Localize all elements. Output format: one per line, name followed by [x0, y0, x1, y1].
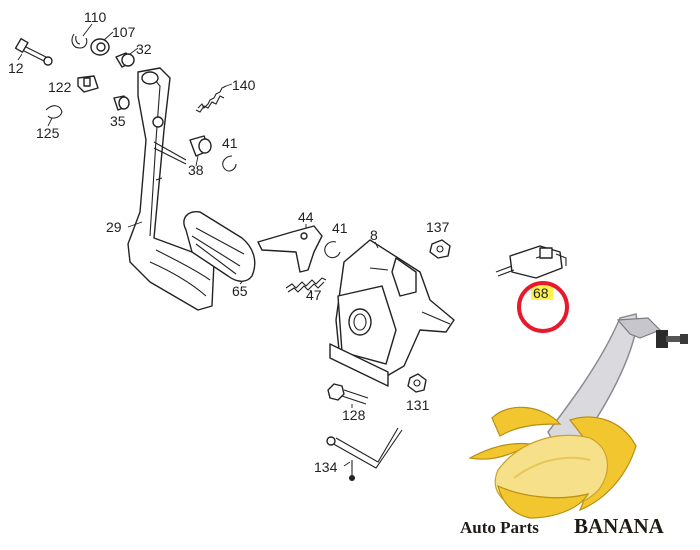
part-122-clip [77, 75, 99, 93]
part-107-washer [90, 38, 110, 56]
part-29-clutch-pedal [127, 67, 215, 311]
part-38-bushing [189, 135, 212, 157]
label-137: 137 [426, 219, 450, 235]
label-35: 35 [110, 113, 126, 129]
label-128: 128 [342, 407, 366, 423]
label-41-b: 41 [332, 220, 348, 236]
part-125-clip [45, 105, 63, 119]
label-65: 65 [232, 283, 248, 299]
part-131-nut [407, 373, 427, 393]
label-8: 8 [370, 227, 378, 243]
label-41-a: 41 [222, 135, 238, 151]
label-107: 107 [112, 24, 136, 40]
part-41-clip-a [222, 155, 237, 172]
label-122: 122 [48, 79, 72, 95]
highlight-circle [517, 281, 569, 333]
label-44: 44 [298, 209, 314, 225]
label-29: 29 [106, 219, 122, 235]
watermark-text-auto-parts: Auto Parts [460, 518, 539, 537]
part-32-bushing [115, 52, 135, 68]
part-110-clip [71, 33, 88, 49]
part-140-spring [195, 85, 227, 113]
part-128-bolt [327, 383, 369, 405]
label-140: 140 [232, 77, 256, 93]
label-32: 32 [136, 41, 152, 57]
label-110: 110 [84, 9, 107, 25]
part-8-pedal-bracket [329, 239, 455, 387]
part-12-bolt [14, 37, 53, 66]
watermark-text-banana: BANANA [574, 514, 665, 538]
label-125: 125 [36, 125, 60, 141]
label-134: 134 [314, 459, 338, 475]
label-68: 68 [533, 285, 549, 301]
label-47: 47 [306, 287, 322, 303]
part-65-pedal-pad [183, 211, 256, 282]
part-134-rod [326, 427, 403, 481]
label-38: 38 [188, 162, 204, 178]
label-131: 131 [406, 397, 430, 413]
part-68-switch [495, 245, 567, 279]
part-35-bushing [113, 95, 130, 111]
part-41-clip-b [324, 241, 341, 259]
highlight-label-bg [531, 284, 553, 300]
part-137-nut [429, 239, 451, 259]
banana-logo [468, 313, 688, 519]
part-47-spring [285, 277, 327, 293]
label-12: 12 [8, 60, 24, 76]
part-44-bracket [257, 225, 323, 273]
